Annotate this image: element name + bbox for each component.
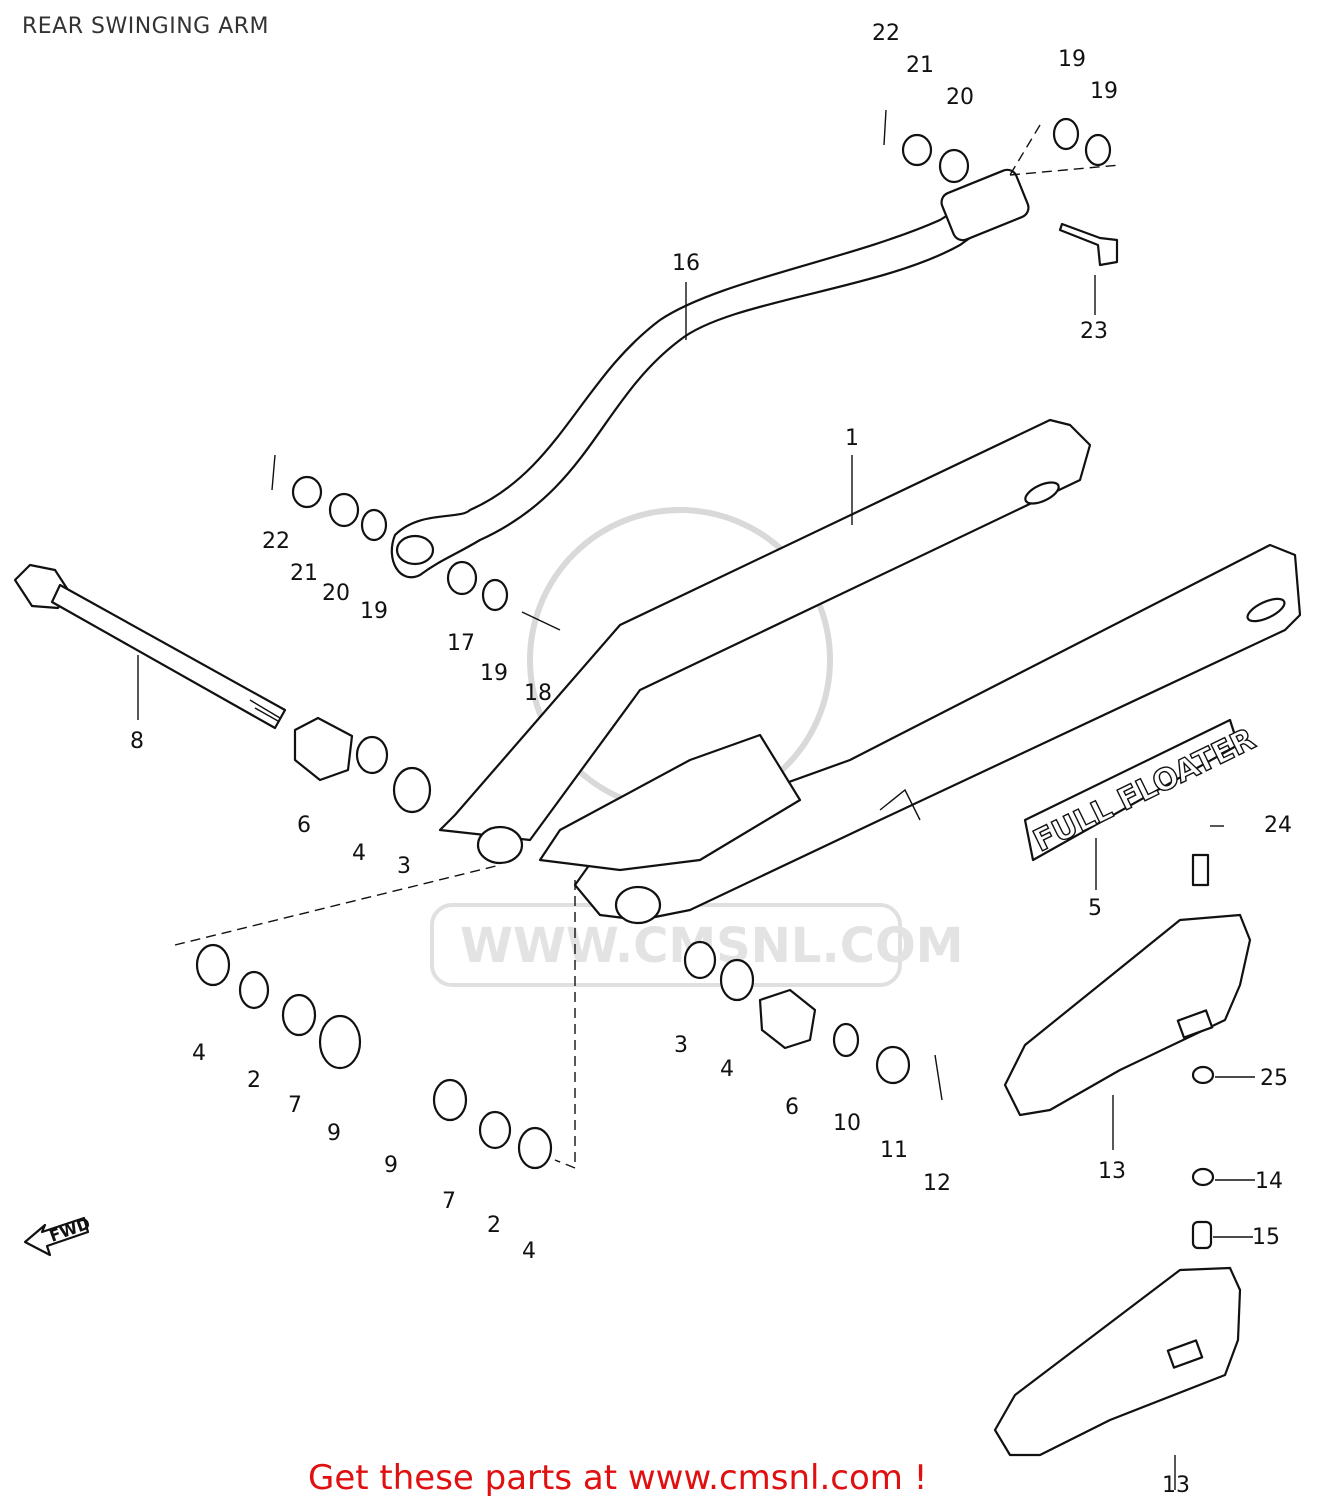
spacer-15 (1191, 1220, 1213, 1250)
callout-13b: 13 (1162, 1473, 1190, 1498)
washer-20b (938, 148, 970, 184)
callout-4c: 4 (352, 841, 366, 866)
bearing-3a (392, 766, 432, 814)
washer-19c (1052, 117, 1080, 151)
torque-link[interactable] (390, 167, 1032, 579)
oil-seal-4d (719, 958, 755, 1002)
nut-21a (291, 475, 323, 509)
callout-1: 1 (845, 426, 859, 451)
callout-9b: 9 (384, 1153, 398, 1178)
callout-13a: 13 (1098, 1159, 1126, 1184)
cotter-pin-22a (271, 454, 276, 491)
oil-seal-4c (355, 735, 389, 775)
callout-2b: 2 (487, 1213, 501, 1238)
callout-labels: 1 16 8 6 4 3 22 21 20 19 17 19 18 22 21 … (130, 21, 1292, 1498)
callout-19c: 19 (1058, 47, 1086, 72)
callout-19b: 19 (360, 599, 388, 624)
pivot-shaft[interactable] (13, 563, 287, 730)
callout-12: 12 (923, 1171, 951, 1196)
callout-21a: 21 (290, 561, 318, 586)
callout-4a: 4 (192, 1041, 206, 1066)
callout-25: 25 (1260, 1066, 1288, 1091)
washer-19a (481, 578, 509, 612)
fwd-label: FWD (47, 1214, 93, 1246)
callout-2a: 2 (247, 1068, 261, 1093)
callout-21b: 21 (906, 53, 934, 78)
pivot-right (614, 885, 662, 925)
washer-10 (832, 1022, 860, 1058)
callout-6a: 6 (297, 813, 311, 838)
spacer-2a (238, 970, 270, 1010)
washer-9a (318, 1014, 362, 1070)
leader-lines (137, 275, 1255, 1490)
guide-lines (174, 124, 1121, 1170)
callout-3b: 3 (674, 1033, 688, 1058)
callout-14: 14 (1255, 1169, 1283, 1194)
callout-4d: 4 (720, 1057, 734, 1082)
callout-5: 5 (1088, 896, 1102, 921)
callout-3a: 3 (397, 854, 411, 879)
callout-23: 23 (1080, 319, 1108, 344)
callout-17: 17 (447, 631, 475, 656)
callout-20b: 20 (946, 85, 974, 110)
bushing-7b (432, 1078, 468, 1122)
axle-slot-left (1024, 481, 1060, 505)
callout-19a: 19 (480, 661, 508, 686)
badge-text: FULL FLOATER (1028, 722, 1261, 859)
callout-8: 8 (130, 729, 144, 754)
collar-17 (446, 560, 478, 596)
full-floater-badge: FULL FLOATER (1023, 718, 1261, 862)
callout-24: 24 (1264, 813, 1292, 838)
washer-19b (360, 508, 388, 542)
oil-seal-4a (195, 943, 231, 987)
cta-link[interactable]: Get these parts at www.cmsnl.com ! (308, 1458, 928, 1498)
callout-20a: 20 (322, 581, 350, 606)
callout-22b: 22 (872, 21, 900, 46)
screw-14 (1191, 1167, 1215, 1187)
pivot-left (476, 825, 524, 865)
callout-18: 18 (524, 681, 552, 706)
chain-guide-upper[interactable] (1003, 913, 1252, 1117)
callout-7a: 7 (288, 1093, 302, 1118)
bushing-7a (281, 993, 317, 1037)
callout-19d: 19 (1090, 79, 1118, 104)
callout-11: 11 (880, 1138, 908, 1163)
torque-link-front-eye (395, 534, 435, 566)
nut-11 (875, 1045, 911, 1085)
callout-7b: 7 (442, 1189, 456, 1214)
page-title: REAR SWINGING ARM (22, 14, 270, 39)
swinging-arm[interactable] (438, 418, 1302, 925)
callout-22a: 22 (262, 529, 290, 554)
nut-25 (1191, 1065, 1215, 1085)
callout-6b: 6 (785, 1095, 799, 1120)
bolt-23 (1058, 222, 1119, 267)
torque-link-rear-clevis (940, 168, 1030, 242)
sleeve-6a (293, 716, 354, 782)
chain-guide-lower[interactable] (993, 1266, 1242, 1457)
callout-15: 15 (1252, 1225, 1280, 1250)
washer-20a (328, 492, 360, 528)
cotter-pin-22b (883, 109, 887, 146)
oil-seal-4b (517, 1126, 553, 1170)
washer-19d (1084, 133, 1112, 167)
callout-10: 10 (833, 1111, 861, 1136)
axle-slot-right (1246, 597, 1286, 623)
cotter-pin-12 (934, 1054, 943, 1101)
spacer-2b (478, 1110, 512, 1150)
bolt-18 (521, 611, 561, 631)
callout-4b: 4 (522, 1239, 536, 1264)
bearing-3b (683, 940, 717, 980)
bolt-24 (1191, 853, 1210, 887)
nut-21b (901, 133, 933, 167)
fwd-arrow-icon: FWD (23, 1214, 93, 1257)
sleeve-6b (758, 988, 817, 1050)
callout-16: 16 (672, 251, 700, 276)
callout-9a: 9 (327, 1121, 341, 1146)
hardware (195, 109, 1215, 1250)
